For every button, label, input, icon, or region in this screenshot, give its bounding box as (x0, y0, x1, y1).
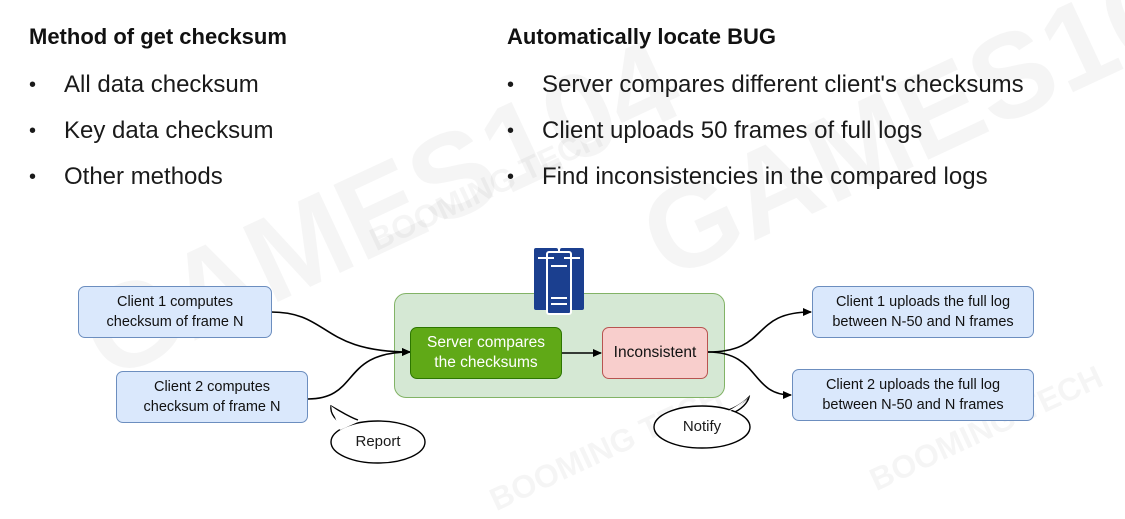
right-bullet-list: • Server compares different client's chec… (507, 71, 1024, 209)
bullet-text: Client uploads 50 frames of full logs (542, 117, 923, 144)
client2-computes-node: Client 2 computes checksum of frame N (116, 371, 308, 423)
list-item: • Server compares different client's chec… (507, 71, 1024, 117)
bullet-text: Other methods (64, 163, 223, 190)
client2-computes-label: Client 2 computes checksum of frame N (143, 379, 281, 415)
bullet-text: All data checksum (64, 71, 259, 98)
list-item: • Other methods (29, 163, 273, 209)
inconsistent-label: Inconsistent (613, 344, 697, 361)
bullet-dot: • (507, 120, 515, 142)
client1-computes-node: Client 1 computes checksum of frame N (78, 286, 272, 338)
report-callout-label: Report (355, 433, 401, 450)
bullet-dot: • (507, 166, 515, 188)
client1-uploads-label: Client 1 uploads the full log between N-… (832, 294, 1014, 330)
client1-computes-label: Client 1 computes checksum of frame N (106, 294, 244, 330)
notify-callout-label: Notify (682, 418, 722, 435)
client2-uploads-label: Client 2 uploads the full log between N-… (822, 377, 1004, 413)
client2-uploads-node: Client 2 uploads the full log between N-… (792, 369, 1034, 421)
bullet-text: Server compares different client's check… (542, 71, 1024, 98)
client1-uploads-node: Client 1 uploads the full log between N-… (812, 286, 1034, 338)
bullet-dot: • (507, 74, 515, 96)
list-item: • Client uploads 50 frames of full logs (507, 117, 1024, 163)
list-item: • All data checksum (29, 71, 273, 117)
server-compare-node: Server compares the checksums (410, 327, 562, 379)
inconsistent-node: Inconsistent (602, 327, 708, 379)
watermark: BOOMING TECH (484, 378, 728, 518)
bullet-dot: • (29, 120, 37, 142)
list-item: • Key data checksum (29, 117, 273, 163)
bullet-dot: • (29, 166, 37, 188)
list-item: • Find inconsistencies in the compared lo… (507, 163, 1024, 209)
bullet-text: Find inconsistencies in the compared log… (542, 163, 988, 190)
left-heading: Method of get checksum (29, 24, 287, 49)
server-compare-label: Server compares the checksums (426, 334, 545, 371)
right-heading: Automatically locate BUG (507, 24, 776, 49)
left-bullet-list: • All data checksum • Key data checksum • O… (29, 71, 273, 209)
bullet-text: Key data checksum (64, 117, 274, 144)
bullet-dot: • (29, 74, 37, 96)
